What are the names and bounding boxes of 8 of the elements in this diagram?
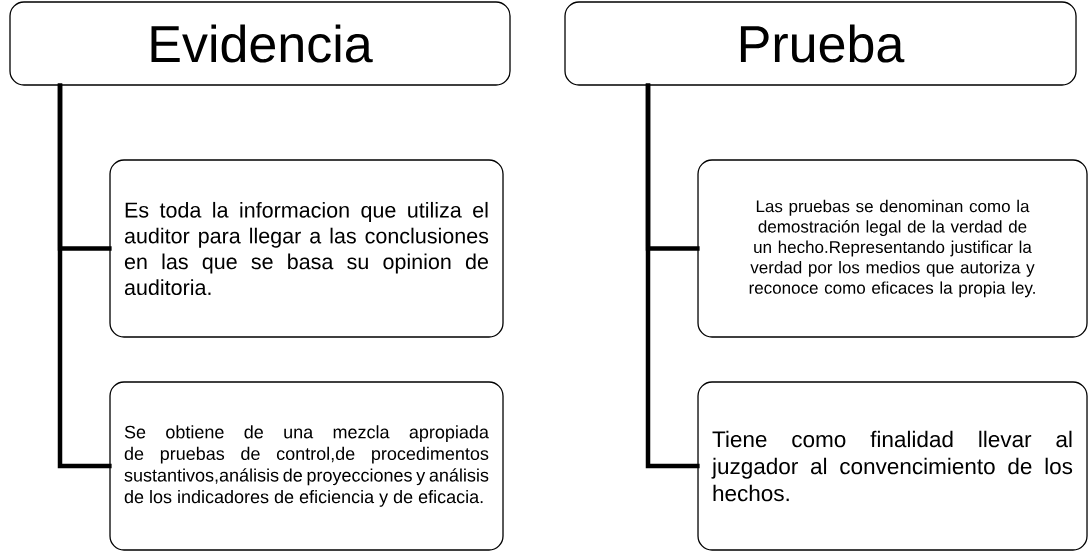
text-box: Las pruebas se denominan como la demostración legal de la verdad de un hecho.Representando justificar la verdad por los medios que autoriza y reconoce como eficaces la propia ley. xyxy=(697,159,1088,338)
title-box: Evidencia xyxy=(9,1,511,86)
text-box: Tiene como finalidad llevar al juzgador al convencimiento de los hechos. xyxy=(697,381,1088,551)
connector-line xyxy=(57,83,112,469)
text-box: Se obtiene de una mezcla apropiada de pruebas de control,de procedimentos sustantivos,análisis de proyecciones y análisis de los indicadores de eficiencia y de eficacia. xyxy=(109,381,504,551)
connector-line xyxy=(645,83,700,469)
text-box: Es toda la informacion que utiliza el auditor para llegar a las conclusiones en las que se basa su opinion de auditoria. xyxy=(109,159,504,338)
title-box: Prueba xyxy=(564,1,1077,86)
